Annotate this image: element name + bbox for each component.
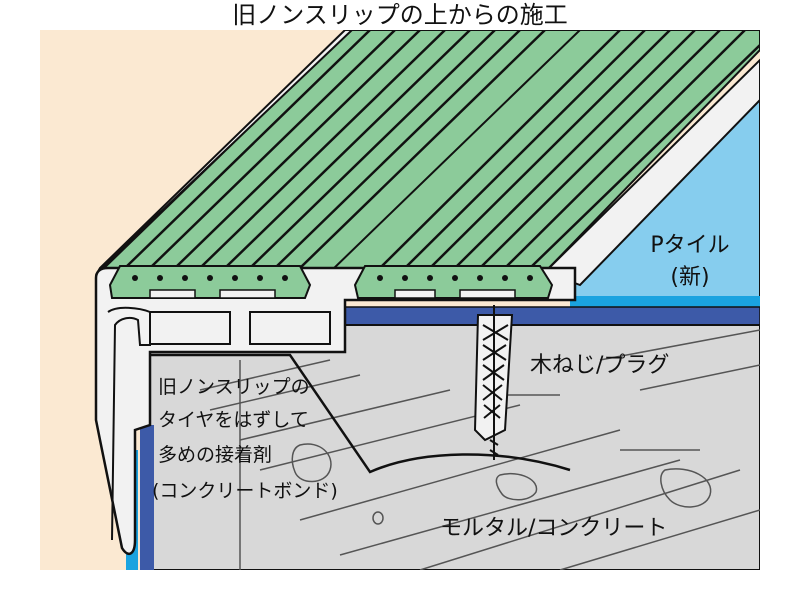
label-wood-screw-plug: 木ねじ/プラグ [530, 353, 669, 378]
metal-nosing-profile [94, 265, 577, 556]
p-tile-edge [570, 296, 760, 308]
nosing-tread [95, 30, 760, 287]
label-old-tire-line1: 旧ノンスリップの [158, 376, 310, 398]
adhesive-pointer-line [150, 353, 571, 474]
label-p-tile-line2: (新) [670, 265, 709, 290]
label-mortar-concrete: モルタル/コンクリート [440, 516, 667, 541]
left-dark-strip [140, 425, 154, 570]
diagram-title: 旧ノンスリップの上からの施工 [232, 1, 568, 29]
label-old-tire-line3: 多めの接着剤 [158, 444, 272, 466]
underlayer-strip [344, 306, 760, 326]
wood-screw-plug [473, 305, 514, 460]
concrete-texture [199, 329, 760, 570]
label-old-tire-line4: (コンクリートボンド) [152, 480, 338, 502]
label-old-tire-line2: タイヤをはずして [158, 409, 309, 431]
label-p-tile-line1: Pタイル [650, 233, 729, 258]
